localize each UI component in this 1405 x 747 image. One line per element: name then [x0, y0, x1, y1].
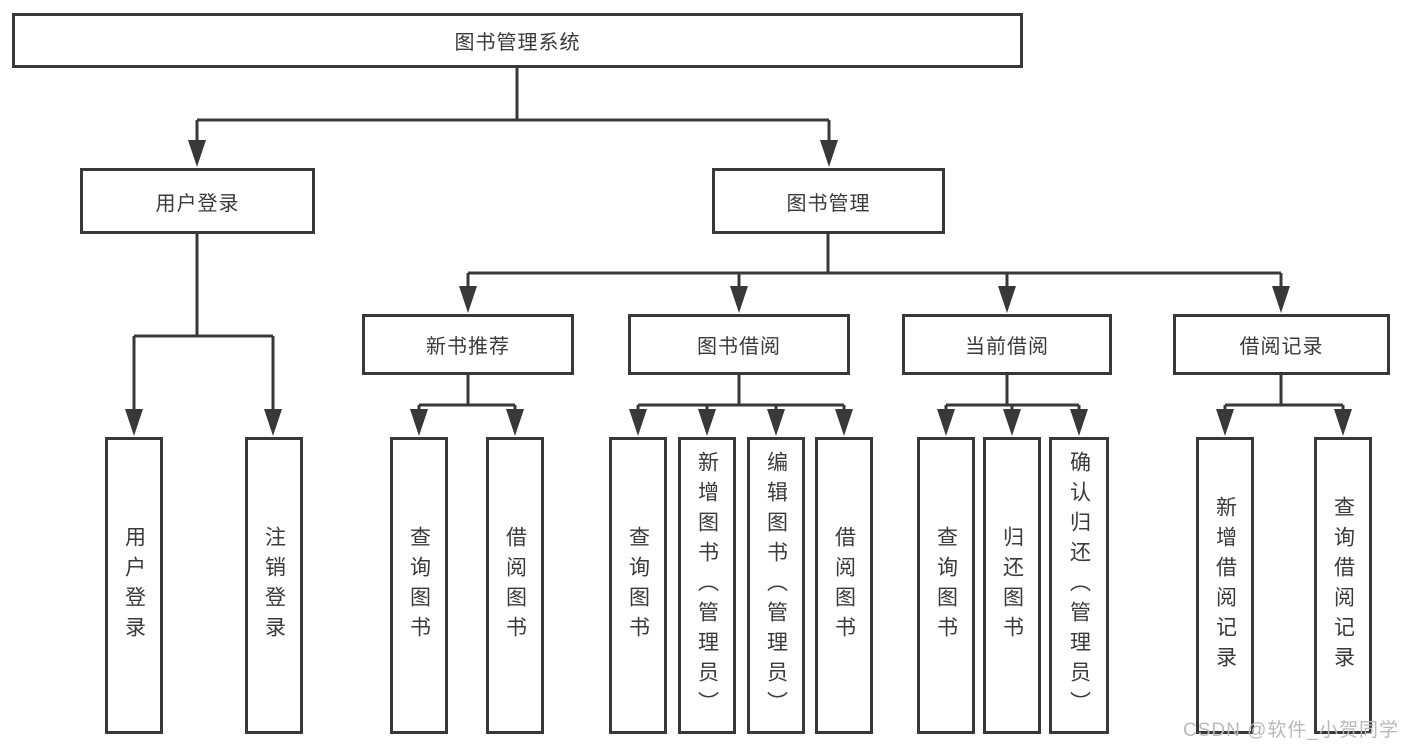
- node-root-label: 图书管理系统: [454, 32, 581, 54]
- leaf-confirm-return-admin: 确认归还（管理员）: [1049, 437, 1109, 734]
- leaf-add-books-admin-label: 新增图书（管理员）: [695, 450, 719, 721]
- leaf-confirm-return-admin-label: 确认归还（管理员）: [1067, 450, 1091, 721]
- connector-new-book-children: [417, 375, 517, 411]
- node-book-borrow: 图书借阅: [628, 314, 850, 375]
- leaf-return-books: 归还图书: [983, 437, 1041, 734]
- connector-current-borrow-children: [944, 375, 1081, 411]
- leaf-edit-books-admin-label: 编辑图书（管理员）: [764, 450, 788, 721]
- node-borrow-records: 借阅记录: [1173, 314, 1390, 375]
- leaf-borrow-books: 借阅图书: [815, 437, 873, 734]
- arrowheads: [125, 140, 1352, 436]
- node-book-management: 图书管理: [712, 168, 945, 234]
- node-new-book-recommend-label: 新书推荐: [426, 336, 510, 358]
- leaf-user-login: 用户登录: [105, 437, 163, 734]
- node-user-login: 用户登录: [80, 168, 315, 234]
- leaf-logout: 注销登录: [245, 437, 303, 734]
- node-current-borrow-label: 当前借阅: [965, 336, 1049, 358]
- node-current-borrow: 当前借阅: [902, 314, 1112, 375]
- leaf-add-borrow-record: 新增借阅记录: [1196, 437, 1254, 734]
- leaf-borrow-books-label: 借阅图书: [832, 525, 856, 646]
- node-book-management-label: 图书管理: [786, 192, 871, 215]
- leaf-add-books-admin: 新增图书（管理员）: [678, 437, 736, 734]
- node-borrow-records-label: 借阅记录: [1239, 336, 1324, 358]
- leaf-query-books-current-label: 查询图书: [934, 525, 958, 646]
- leaf-query-books-recommend: 查询图书: [390, 437, 448, 734]
- node-user-login-label: 用户登录: [155, 192, 240, 215]
- leaf-borrow-books-recommend-label: 借阅图书: [503, 525, 527, 646]
- leaf-borrow-books-recommend: 借阅图书: [486, 437, 544, 734]
- connector-book-mgmt-children: [466, 234, 1283, 288]
- connector-borrow-records-children: [1223, 375, 1345, 411]
- leaf-logout-label: 注销登录: [262, 525, 286, 646]
- csdn-watermark: CSDN @软件_小贺同学: [1183, 720, 1399, 741]
- connector-book-borrow-children: [636, 375, 846, 411]
- node-root: 图书管理系统: [12, 13, 1023, 68]
- connector-root-to-level1: [195, 68, 831, 142]
- leaf-query-books-recommend-label: 查询图书: [407, 525, 431, 646]
- leaf-user-login-label: 用户登录: [122, 525, 146, 646]
- leaf-query-borrow-record-label: 查询借阅记录: [1331, 495, 1355, 676]
- leaf-add-borrow-record-label: 新增借阅记录: [1213, 495, 1237, 676]
- node-new-book-recommend: 新书推荐: [362, 314, 574, 375]
- leaf-query-books-borrow: 查询图书: [609, 437, 667, 734]
- node-book-borrow-label: 图书借阅: [697, 336, 781, 358]
- leaf-query-books-current: 查询图书: [917, 437, 975, 734]
- leaf-return-books-label: 归还图书: [1000, 525, 1024, 646]
- leaf-query-borrow-record: 查询借阅记录: [1314, 437, 1372, 734]
- leaf-edit-books-admin: 编辑图书（管理员）: [747, 437, 805, 734]
- leaf-query-books-borrow-label: 查询图书: [626, 525, 650, 646]
- connector-user-login-children: [132, 234, 275, 411]
